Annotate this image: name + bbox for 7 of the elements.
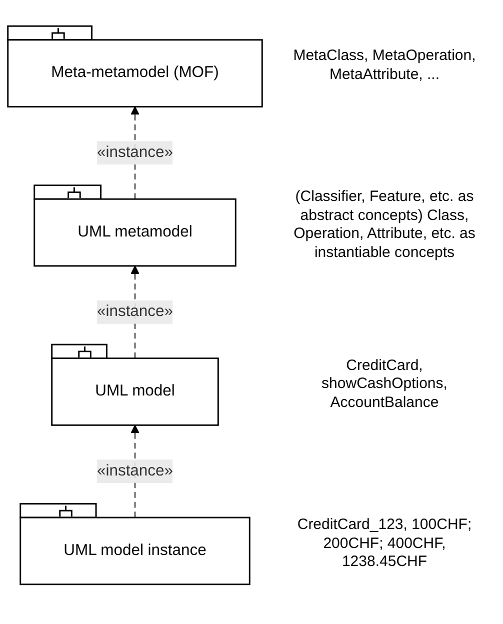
description-text: CreditCard, showCashOptions, AccountBalance	[320, 356, 448, 413]
description-text: CreditCard_123, 100CHF; 200CHF; 400CHF, 1238.45CHF	[296, 516, 473, 572]
description-text: MetaClass, MetaOperation, MetaAttribute, ...	[292, 47, 477, 85]
edge-label: «instance»	[96, 300, 174, 324]
edge-label: «instance»	[96, 140, 174, 165]
edge-label: «instance»	[96, 459, 174, 483]
description-text: (Classifier, Feature, etc. as abstract concepts) Class, Operation, Attribute, etc. as instantiable concepts	[292, 188, 476, 263]
